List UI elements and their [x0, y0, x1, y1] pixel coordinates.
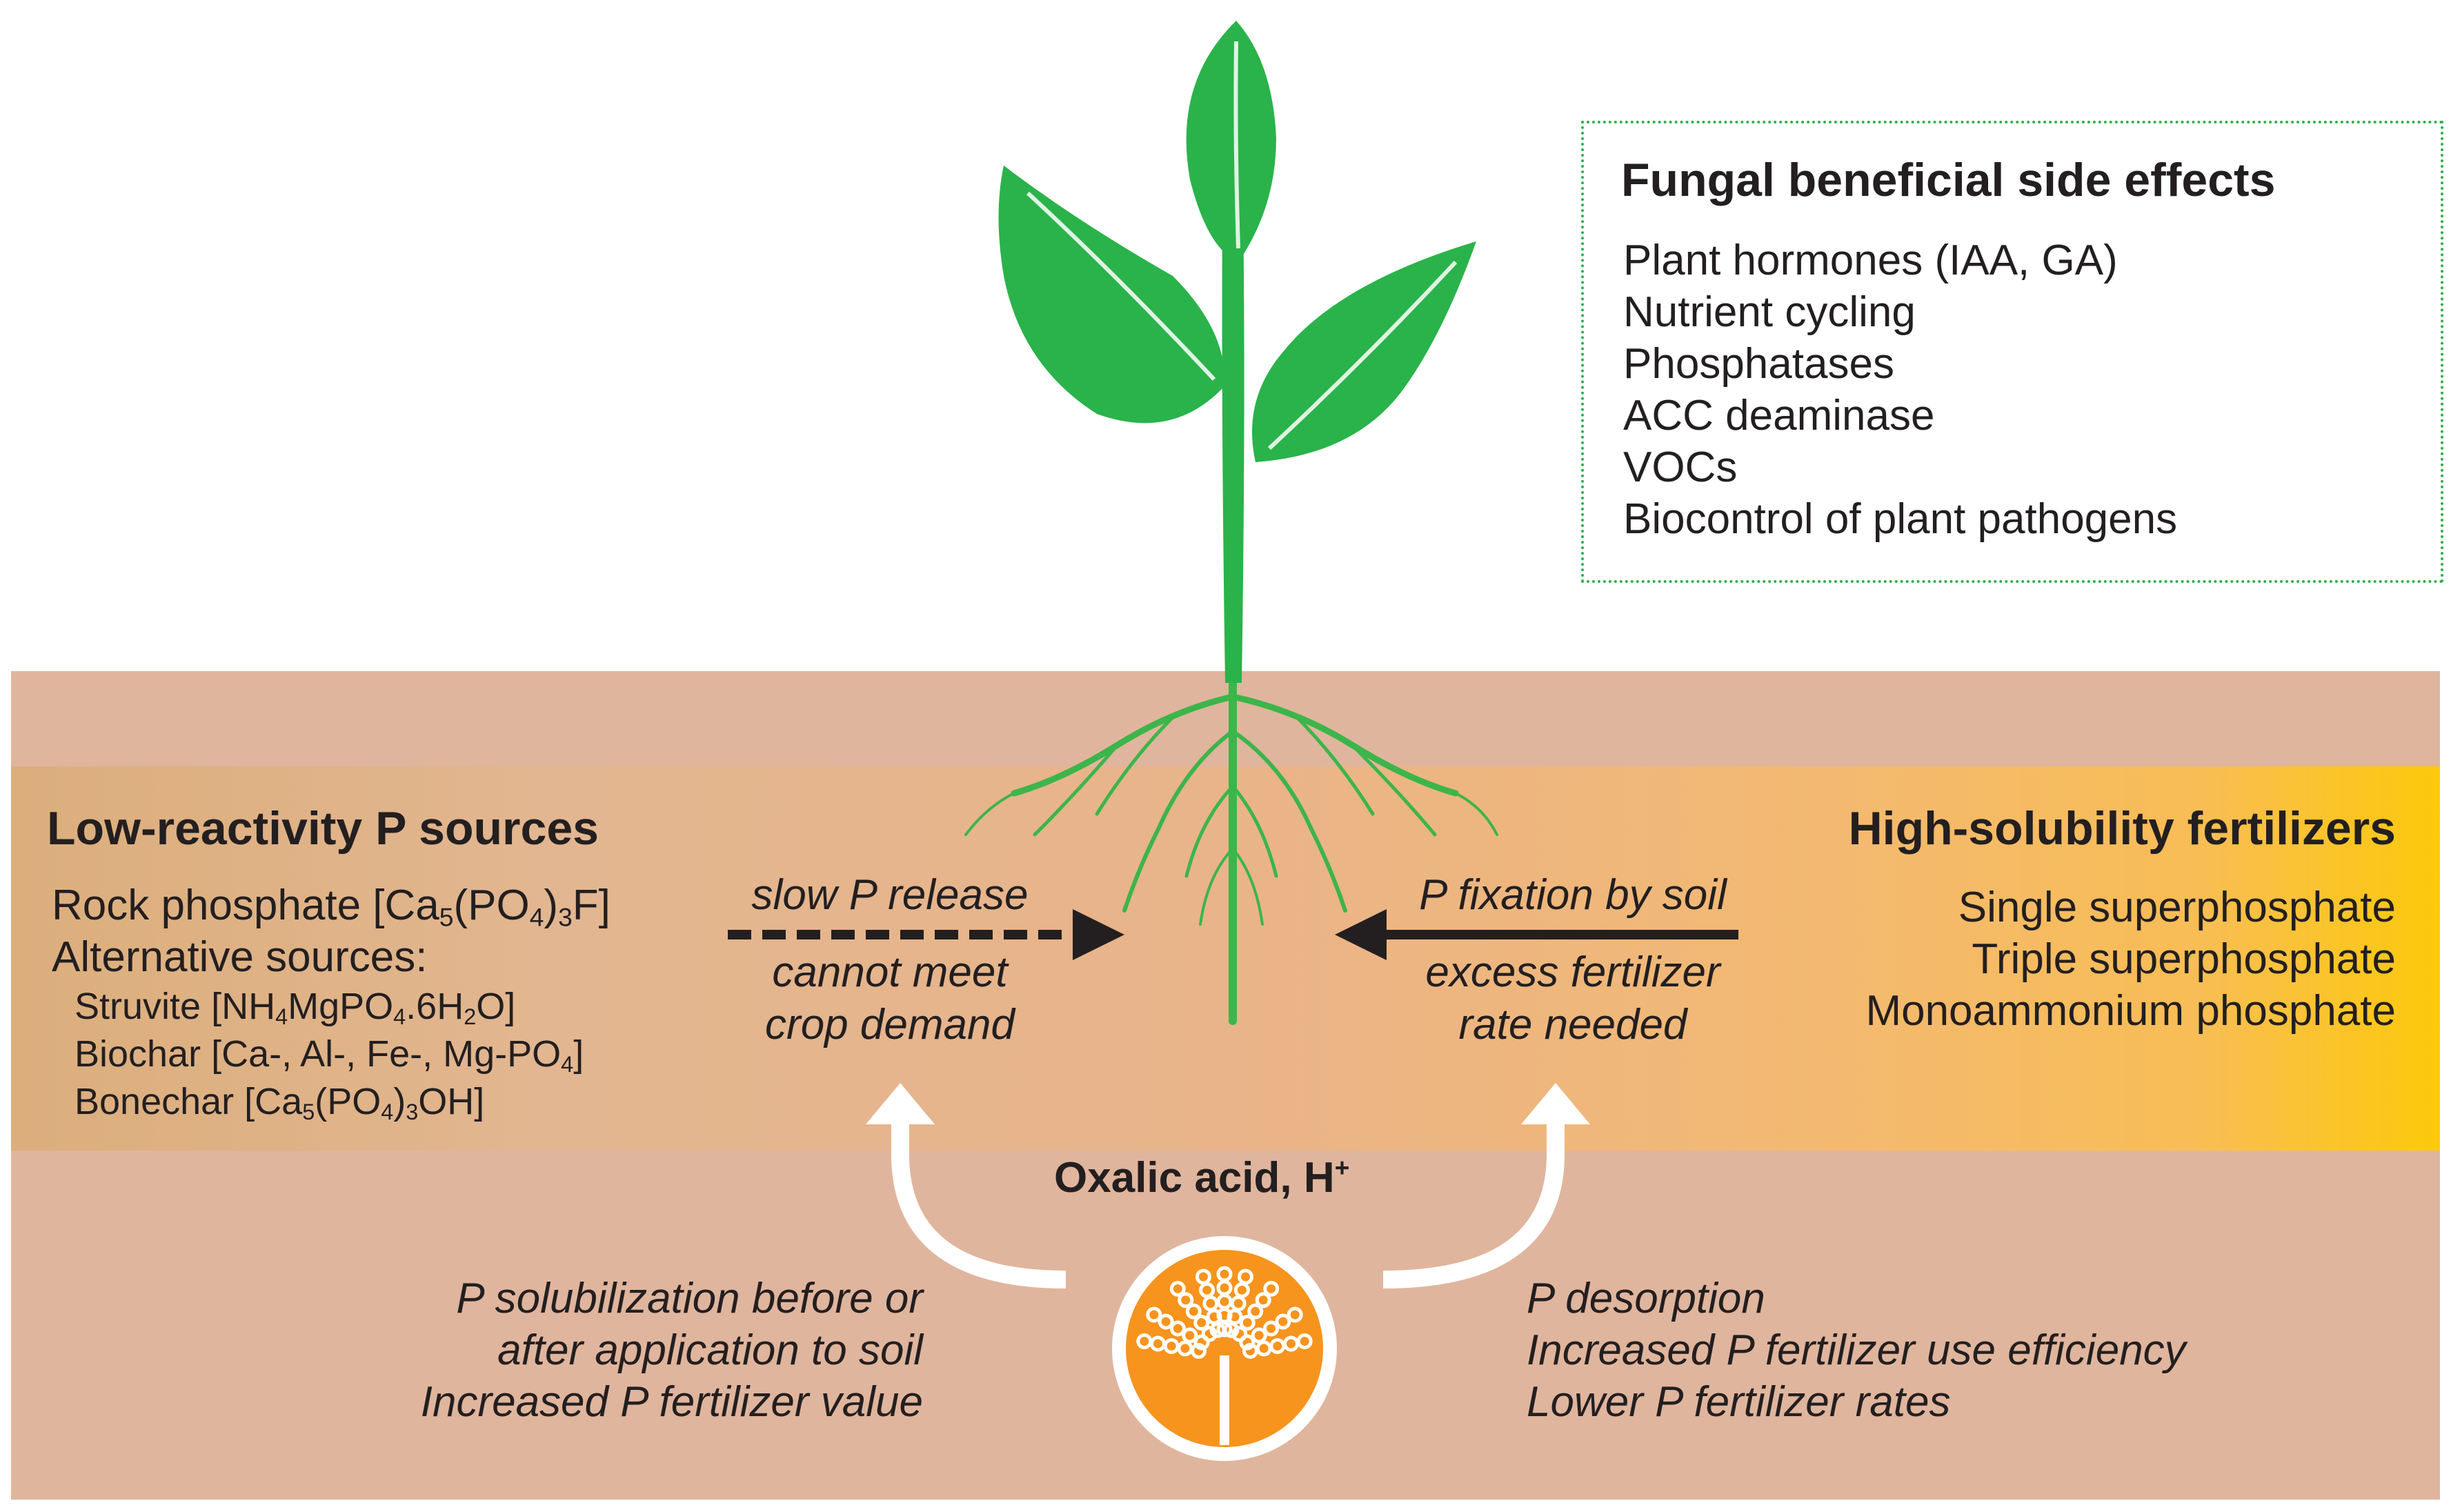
plant-roots — [964, 672, 1498, 1025]
left-effect-item: Increased P fertilizer value — [420, 1378, 923, 1426]
right-white-arrow — [1382, 1121, 1565, 1289]
oxalic-acid-label: Oxalic acid, H+ — [1054, 1153, 1350, 1202]
spore — [1287, 1306, 1303, 1323]
left-effect-item: after application to soil — [497, 1326, 923, 1374]
spore — [1206, 1309, 1222, 1325]
fungal-effect-item: Plant hormones (IAA, GA) — [1623, 237, 2118, 284]
spore — [1251, 1327, 1267, 1344]
bonechar-line: Bonechar [Ca5(PO4)3OH] — [75, 1081, 485, 1125]
biochar-line: Biochar [Ca-, Al-, Fe-, Mg-PO4] — [75, 1033, 584, 1077]
spore — [1193, 1314, 1210, 1331]
excess-rate-label: excess fertilizer rate needed — [1425, 948, 1720, 1048]
fungal-effect-item: Nutrient cycling — [1623, 288, 1916, 336]
plant-leaves — [998, 21, 1476, 462]
spore — [1158, 1313, 1174, 1330]
left-effects-list: P solubilization before or after applica… — [421, 1273, 923, 1428]
spore — [1136, 1333, 1153, 1350]
fertilizer-item: Monoammonium phosphate — [1865, 987, 2396, 1035]
fungal-effect-item: ACC deaminase — [1623, 392, 1935, 439]
spore — [1178, 1292, 1194, 1309]
rock-phosphate-line: Rock phosphate [Ca5(PO4)3F] — [52, 882, 611, 932]
spore — [1239, 1334, 1256, 1351]
spore — [1195, 1269, 1211, 1285]
right-effect-item: Increased P fertilizer use efficiency — [1527, 1326, 2186, 1374]
spore — [1193, 1334, 1210, 1351]
fungus-icon — [1112, 1236, 1337, 1461]
fungal-effect-item: Phosphatases — [1623, 340, 1894, 388]
spore — [1275, 1313, 1291, 1330]
spore — [1233, 1282, 1250, 1298]
spore — [1169, 1320, 1186, 1337]
spore — [1239, 1314, 1256, 1331]
spore — [1247, 1303, 1264, 1320]
fungal-effects-list: Plant hormones (IAA, GA) Nutrient cyclin… — [1623, 235, 2177, 545]
struvite-line: Struvite [NH4MgPO4.6H2O] — [75, 986, 516, 1030]
fungal-box-title: Fungal beneficial side effects — [1621, 154, 2276, 206]
fungal-effects-box — [1581, 121, 2443, 583]
spore — [1146, 1306, 1162, 1323]
spore — [1263, 1280, 1280, 1297]
spore — [1169, 1280, 1186, 1297]
alternative-sources-label: Alternative sources: — [52, 933, 428, 981]
right-effect-item: P desorption — [1527, 1275, 1765, 1322]
spore — [1227, 1309, 1243, 1325]
fixation-arrowhead — [1335, 909, 1387, 960]
spore — [1182, 1327, 1198, 1344]
spore — [1216, 1266, 1233, 1282]
spore — [1201, 1326, 1218, 1342]
spore — [1255, 1292, 1271, 1309]
high-solubility-list: Single superphosphate Triple superphosph… — [1865, 882, 2396, 1037]
spore — [1296, 1333, 1313, 1350]
right-effect-item: Lower P fertilizer rates — [1527, 1378, 1951, 1426]
spore — [1185, 1303, 1202, 1320]
plant-stem — [1222, 207, 1244, 683]
high-solubility-title: High-solubility fertilizers — [1848, 802, 2396, 855]
fungal-effect-item: VOCs — [1623, 444, 1738, 491]
spore — [1230, 1295, 1247, 1312]
left-effect-item: P solubilization before or — [456, 1275, 923, 1322]
fertilizer-item: Single superphosphate — [1958, 884, 2396, 931]
spore — [1238, 1269, 1254, 1285]
slow-release-label: slow P release — [751, 871, 1029, 919]
left-white-arrow — [891, 1121, 1066, 1289]
right-effects-list: P desorption Increased P fertilizer use … — [1527, 1273, 2186, 1428]
spore — [1263, 1320, 1280, 1337]
spore — [1199, 1282, 1215, 1298]
fixation-label: P fixation by soil — [1419, 871, 1727, 919]
spore — [1223, 1322, 1240, 1338]
soil-upper-layer — [11, 671, 2440, 766]
crop-demand-label: cannot meet crop demand — [765, 948, 1015, 1048]
slow-release-arrowhead — [1073, 909, 1124, 960]
low-reactivity-title: Low-reactivity P sources — [47, 802, 599, 855]
fungal-effect-item: Biocontrol of plant pathogens — [1623, 495, 2178, 543]
fertilizer-item: Triple superphosphate — [1972, 935, 2396, 983]
spore — [1231, 1326, 1248, 1342]
fertilizer-band — [11, 766, 2440, 1151]
